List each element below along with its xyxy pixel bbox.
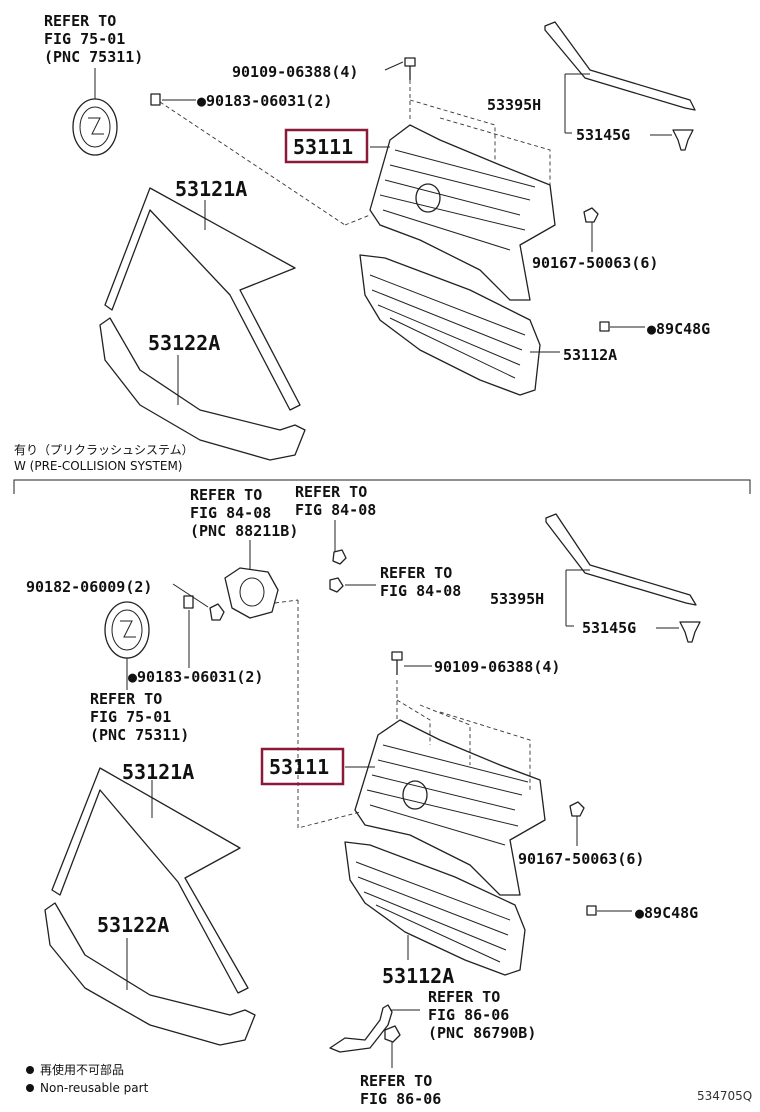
refer-emblem-bottom-3: (PNC 75311) <box>90 726 189 744</box>
refer-sensor-3: (PNC 88211B) <box>190 522 298 540</box>
refer-emblem-bottom-2: FIG 75-01 <box>90 708 171 726</box>
screw-bottom-label: 90182-06009(2) <box>26 578 152 596</box>
refer-harness-3: (PNC 86790B) <box>428 1024 536 1042</box>
refer-harness-2: FIG 86-06 <box>428 1006 509 1024</box>
refer-fig84-a-1: REFER TO <box>295 483 367 501</box>
clip-emblem-top-label: ●90183-06031(2) <box>197 92 332 110</box>
grille-top-label: 53111 <box>293 135 353 159</box>
strip-top <box>544 21 696 111</box>
refer-fig86-2: FIG 86-06 <box>360 1090 441 1108</box>
refer-emblem-top-3: (PNC 75311) <box>44 48 143 66</box>
molding-upper-bottom-label: 53121A <box>122 760 194 784</box>
clip-emblem-bottom-label: ●90183-06031(2) <box>128 668 263 686</box>
lower-clip-bottom <box>586 905 597 916</box>
strip-bottom-label: 53395H <box>490 590 544 608</box>
lower-clip-top <box>599 321 610 332</box>
grille-top <box>369 124 556 301</box>
bolt-bottom-label: 90109-06388(4) <box>434 658 560 676</box>
molding-upper-bottom <box>51 767 249 994</box>
condition-en: W (PRE-COLLISION SYSTEM) <box>14 459 183 473</box>
legend-bullet-jp <box>26 1066 34 1074</box>
bolt-bottom <box>391 651 403 675</box>
bolt-top-label: 90109-06388(4) <box>232 63 358 81</box>
refer-emblem-top-1: REFER TO <box>44 12 116 30</box>
lower-grille-top-label: 53112A <box>563 346 617 364</box>
nut-top-label: 90167-50063(6) <box>532 254 658 272</box>
strip-clip-top-label: 53145G <box>576 126 630 144</box>
molding-lower-bottom <box>44 902 256 1046</box>
refer-harness-1: REFER TO <box>428 988 500 1006</box>
refer-sensor-2: FIG 84-08 <box>190 504 271 522</box>
harness-bottom <box>329 1004 401 1053</box>
emblem-top <box>72 98 118 156</box>
refer-fig86-1: REFER TO <box>360 1072 432 1090</box>
strip-top-label: 53395H <box>487 96 541 114</box>
refer-sensor-1: REFER TO <box>190 486 262 504</box>
screw-bottom <box>209 603 225 621</box>
refer-emblem-bottom-1: REFER TO <box>90 690 162 708</box>
legend-en: Non-reusable part <box>40 1081 149 1095</box>
strip-clip-top <box>672 129 694 151</box>
lower-grille-bottom <box>344 841 526 976</box>
strip-clip-bottom-label: 53145G <box>582 619 636 637</box>
refer-emblem-top-2: FIG 75-01 <box>44 30 125 48</box>
bolt-top <box>404 57 416 80</box>
lower-grille-top <box>359 254 541 396</box>
lower-clip-top-label: ●89C48G <box>647 320 710 338</box>
legend-jp: 再使用不可部品 <box>40 1062 124 1077</box>
nut-bottom-label: 90167-50063(6) <box>518 850 644 868</box>
refer-fig84-b-1: REFER TO <box>380 564 452 582</box>
section-divider <box>13 479 751 494</box>
diagram-id: 534705Q <box>697 1089 752 1103</box>
grille-top-highlight <box>284 128 369 164</box>
molding-upper-top <box>104 187 301 411</box>
emblem-bottom <box>104 601 150 659</box>
condition-jp: 有り（プリクラッシュシステム） <box>14 443 194 457</box>
molding-lower-top-label: 53122A <box>148 331 220 355</box>
grille-bottom-label: 53111 <box>269 755 329 779</box>
lower-grille-bottom-label: 53112A <box>382 964 454 988</box>
lower-clip-bottom-label: ●89C48G <box>635 904 698 922</box>
refer-fig84-a-2: FIG 84-08 <box>295 501 376 519</box>
molding-upper-top-label: 53121A <box>175 177 247 201</box>
nut-bottom <box>569 801 585 817</box>
strip-clip-bottom <box>679 621 701 643</box>
nut-top <box>583 207 599 223</box>
legend-bullet-en <box>26 1084 34 1092</box>
strip-bottom <box>545 513 697 606</box>
grille-bottom <box>354 719 546 896</box>
sensor-bottom <box>224 549 347 619</box>
grille-bottom-highlight <box>260 747 345 786</box>
emblem-clip-bottom <box>183 595 194 609</box>
refer-fig84-b-2: FIG 84-08 <box>380 582 461 600</box>
molding-lower-bottom-label: 53122A <box>97 913 169 937</box>
molding-lower-top <box>99 317 306 461</box>
emblem-clip-top <box>150 93 161 106</box>
